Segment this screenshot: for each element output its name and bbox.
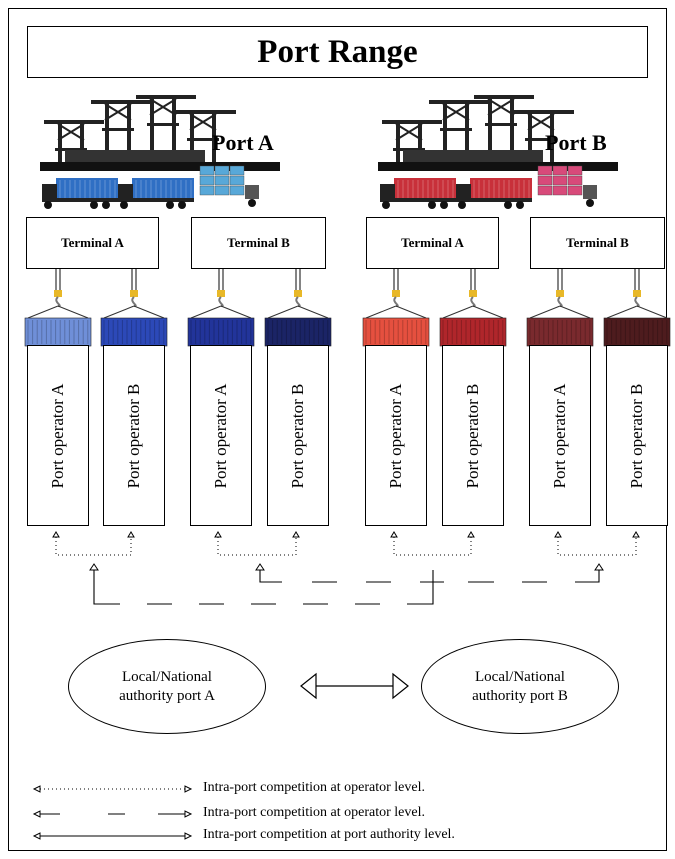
- container-box: [362, 317, 430, 347]
- dashed-link-upper: [259, 570, 600, 583]
- operator-box: Port operator B: [606, 345, 668, 526]
- container-hook: [264, 269, 332, 347]
- legend-solid-text: Intra-port competition at port authority…: [203, 827, 455, 842]
- dotted-arrowhead: [554, 531, 562, 538]
- container-box: [100, 317, 168, 347]
- authority-port-a: Local/National authority port A: [68, 639, 266, 734]
- dotted-arrowhead: [52, 531, 60, 538]
- authority-line2: authority port A: [119, 687, 215, 704]
- dotted-arrowhead: [390, 531, 398, 538]
- container-box: [603, 317, 671, 347]
- dotted-arrowhead: [632, 531, 640, 538]
- dotted-arrowhead: [127, 531, 135, 538]
- dotted-arrowhead: [467, 531, 475, 538]
- terminal-a-port-b: Terminal A: [366, 217, 499, 269]
- authority-line1: Local/National: [122, 668, 212, 685]
- dotted-link: [55, 537, 132, 556]
- container-box: [187, 317, 255, 347]
- authority-double-arrow: [300, 672, 409, 700]
- legend-dotted-text: Intra-port competition at operator level…: [203, 780, 425, 795]
- terminal-b-port-b: Terminal B: [530, 217, 665, 269]
- title-box: Port Range: [27, 26, 648, 78]
- dashed-arrowhead: [255, 563, 265, 571]
- container-hook: [100, 269, 168, 347]
- container-hook: [439, 269, 507, 347]
- legend-dashed-text: Intra-port competition at operator level…: [203, 805, 425, 820]
- container-box: [439, 317, 507, 347]
- container-hook: [526, 269, 594, 347]
- port-b-illustration: [378, 95, 618, 209]
- operator-box: Port operator A: [529, 345, 591, 526]
- container-box: [264, 317, 332, 347]
- dashed-arrowhead: [89, 563, 99, 571]
- operator-box: Port operator A: [190, 345, 252, 526]
- port-a-label: Port A: [212, 130, 274, 155]
- operator-box: Port operator B: [103, 345, 165, 526]
- operator-box: Port operator B: [267, 345, 329, 526]
- operator-box: Port operator B: [442, 345, 504, 526]
- dotted-arrowhead: [214, 531, 222, 538]
- dotted-link: [217, 537, 297, 556]
- dotted-link: [557, 537, 637, 556]
- dashed-link-lower: [93, 570, 434, 605]
- authority-line1: Local/National: [475, 668, 565, 685]
- operator-box: Port operator A: [27, 345, 89, 526]
- container-hook: [603, 269, 671, 347]
- container-hook: [24, 269, 92, 347]
- authority-port-b: Local/National authority port B: [421, 639, 619, 734]
- port-b-label: Port B: [545, 130, 607, 155]
- terminal-b-port-a: Terminal B: [191, 217, 326, 269]
- container-hook: [187, 269, 255, 347]
- port-a-illustration: [40, 95, 280, 209]
- container-hook: [362, 269, 430, 347]
- dotted-link: [393, 537, 472, 556]
- dotted-arrowhead: [292, 531, 300, 538]
- operator-box: Port operator A: [365, 345, 427, 526]
- dashed-arrowhead: [594, 563, 604, 571]
- authority-line2: authority port B: [472, 687, 568, 704]
- terminal-a-port-a: Terminal A: [26, 217, 159, 269]
- page-title: Port Range: [257, 33, 418, 70]
